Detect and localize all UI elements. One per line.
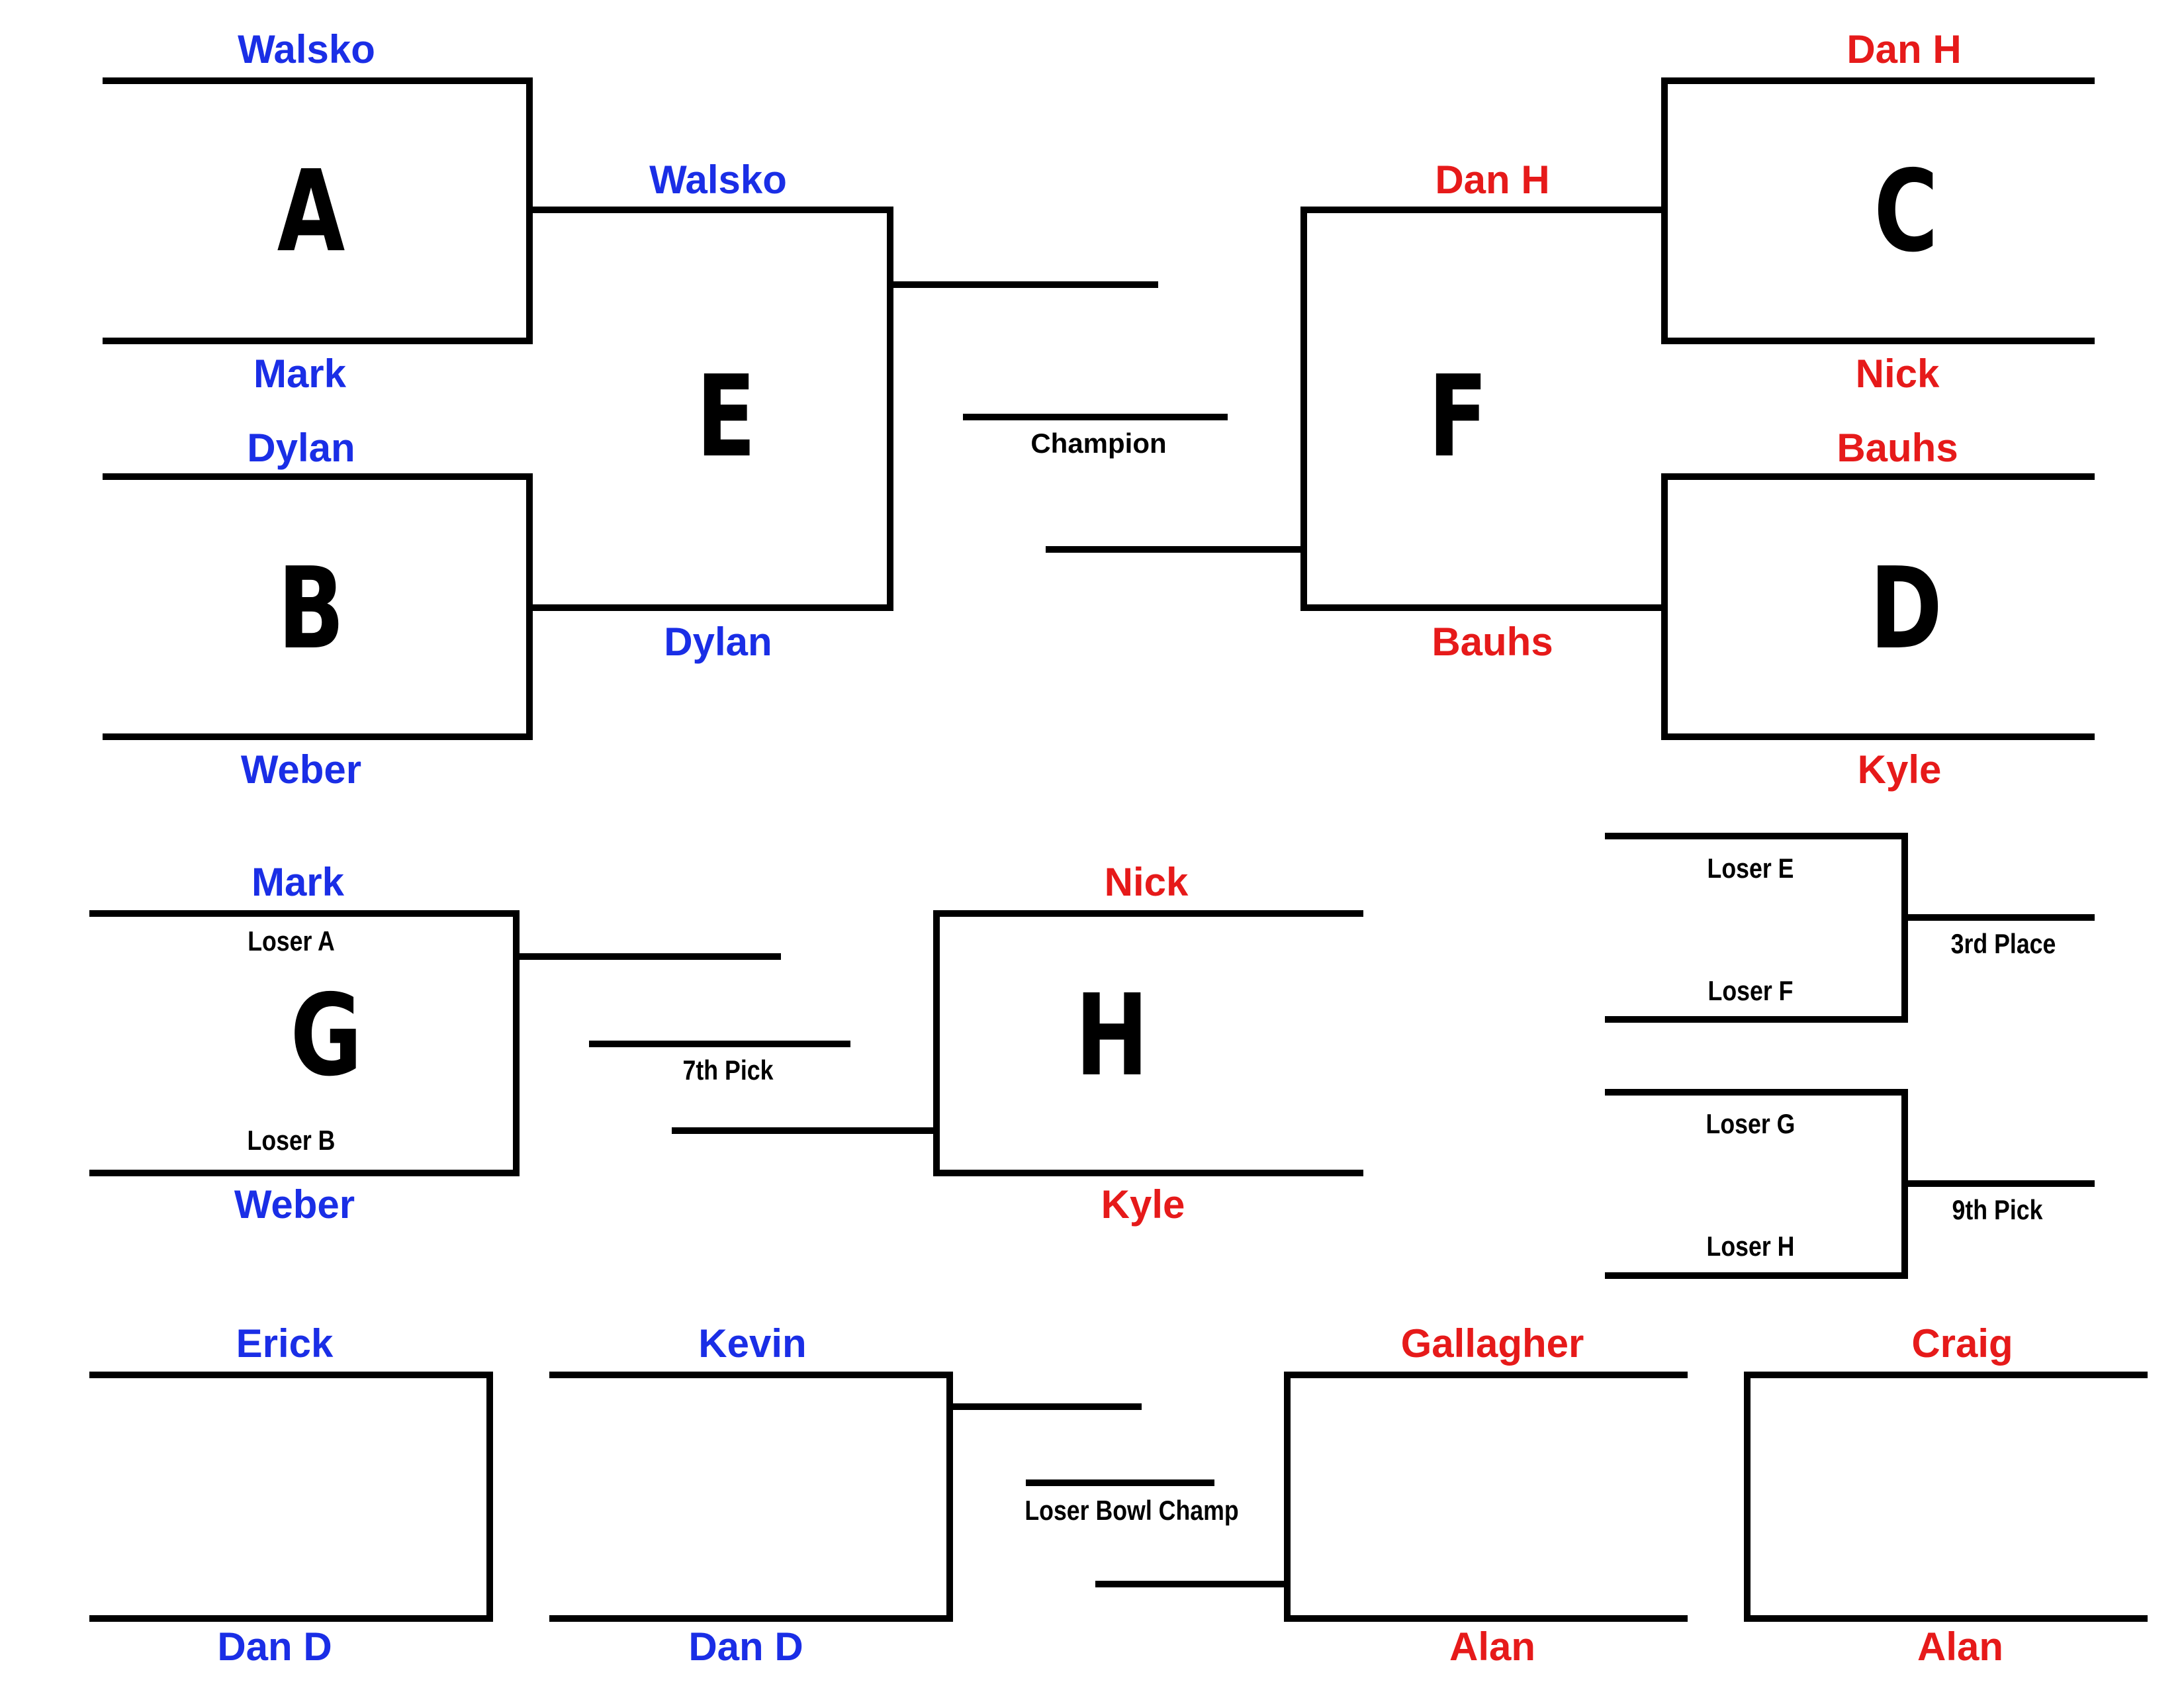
bracket-letter-d: D [1869,543,1943,675]
bracket-lb4 [1744,1372,2148,1622]
e-top-name: Walsko [649,158,787,202]
ninth-slot-top: Loser G [1706,1108,1796,1139]
bracket-letter-g: G [290,970,363,1102]
bracket-h [933,910,1363,1176]
h-bottom-name: Kyle [1101,1182,1185,1227]
f-top-name: Dan H [1435,158,1550,202]
bracket-letter-f: F [1428,352,1488,483]
lb4-bottom-name: Alan [1917,1624,2004,1669]
d-bottom-name: Kyle [1857,747,1942,792]
bracket-a [103,77,533,344]
bracket-lb2 [549,1372,953,1622]
third-slot-bottom: Loser F [1707,975,1794,1006]
bracket-letter-h: H [1075,970,1149,1102]
lb1-bottom-name: Dan D [217,1624,332,1669]
third-place-label: 3rd Place [1950,928,2056,959]
a-bottom-name: Mark [253,352,347,396]
bracket-e [531,207,893,611]
lb4-top-name: Craig [1911,1321,2013,1366]
seventh-pick-label: 7th Pick [682,1055,774,1086]
bracket-d [1661,473,2095,740]
bracket-c [1661,77,2095,344]
e-bottom-name: Dylan [664,620,772,664]
bracket-letter-e: E [696,352,756,483]
bracket-lb3 [1284,1372,1688,1622]
ninth-slot-bottom: Loser H [1706,1231,1795,1262]
bracket-g [89,910,520,1176]
bracket-third [1605,833,1908,1023]
h-top-name: Nick [1104,860,1189,904]
lb3-top-name: Gallagher [1400,1321,1584,1366]
b-top-name: Dylan [247,426,355,470]
d-top-name: Bauhs [1837,426,1958,470]
loser-bowl-label: Loser Bowl Champ [1024,1495,1239,1526]
g-top-name: Mark [251,860,345,904]
bracket-letter-b: B [277,543,345,675]
champion-label: Champion [1030,428,1167,459]
bracket-letter-a: A [277,146,345,277]
lb2-top-name: Kevin [698,1321,807,1366]
lb2-bottom-name: Dan D [688,1624,803,1669]
g-slot-bottom: Loser B [247,1125,336,1156]
bracket-lb1 [89,1372,493,1622]
f-bottom-name: Bauhs [1432,620,1553,664]
third-slot-top: Loser E [1707,853,1794,884]
bracket-letter-c: C [1874,146,1938,277]
a-top-name: Walsko [238,27,375,71]
g-bottom-name: Weber [234,1182,355,1227]
ninth-pick-label: 9th Pick [1952,1194,2043,1225]
lb1-top-name: Erick [236,1321,334,1366]
c-top-name: Dan H [1846,27,1962,71]
g-slot-top: Loser A [248,925,335,957]
bracket-b [103,473,533,740]
bracket-f [1300,207,1661,611]
c-bottom-name: Nick [1855,352,1940,396]
b-bottom-name: Weber [240,747,362,792]
lb3-bottom-name: Alan [1449,1624,1536,1669]
